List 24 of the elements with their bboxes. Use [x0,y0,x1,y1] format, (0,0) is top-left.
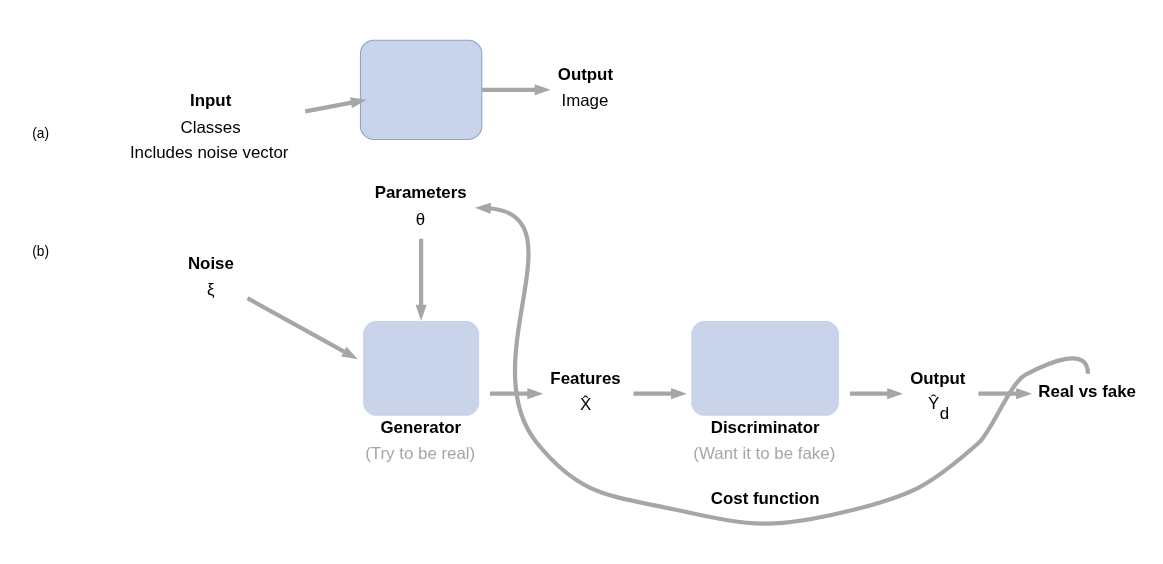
node-box [363,320,480,416]
node-text: Features X̂ [550,368,621,415]
node-box [359,39,483,140]
arrow [304,97,367,114]
arrow [978,388,1032,400]
node-label: Generator [380,417,462,437]
label: (b) [32,243,50,259]
node-label: (Try to be real) [365,443,476,463]
label: (a) [32,125,50,141]
arrow [633,388,687,400]
node-label: Discriminator [710,417,820,437]
arrow [246,296,358,360]
node-text: Real vs fake [1038,381,1136,401]
node-text: Noise ξ [187,253,234,300]
arrow [489,388,544,400]
arrow [482,84,551,96]
arrow [849,388,904,400]
node-text: Parameters θ [374,183,467,229]
node-label: (Want it to be fake) [693,443,836,463]
node-text: Input Classes Includes noise vector [129,91,289,163]
arrow [415,238,427,321]
node-text: Output Image [557,65,614,111]
edge-label: Cost function [710,489,820,509]
node-box [691,320,839,416]
